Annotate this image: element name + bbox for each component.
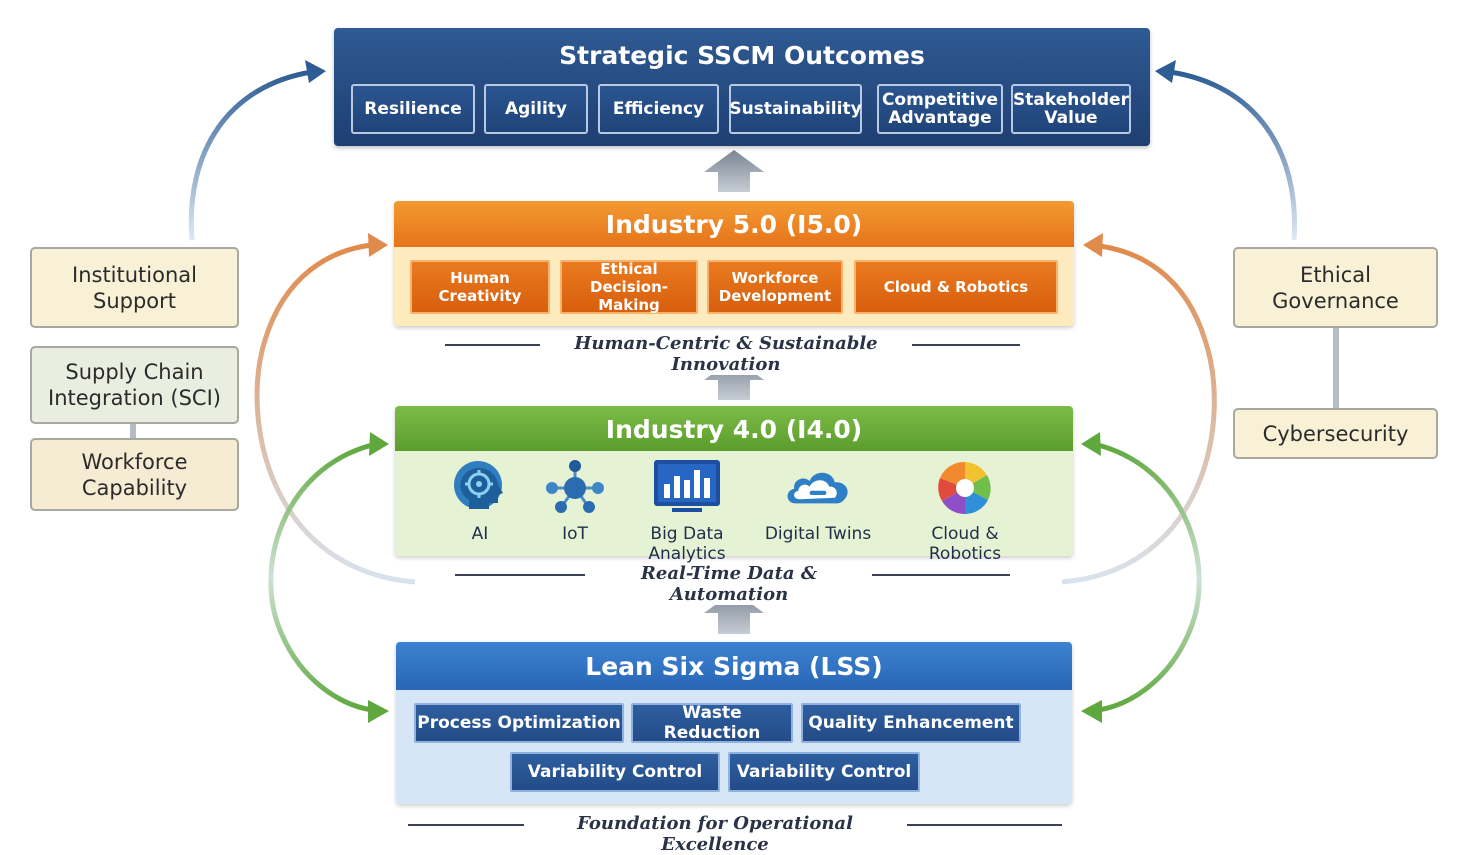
- lss-process-optimization: Process Optimization: [414, 703, 624, 743]
- up-arrow-i5-to-outcomes: [704, 150, 764, 192]
- outcome-competitive-advantage: Competitive Advantage: [877, 84, 1003, 134]
- industry4-block: Industry 4.0 (I4.0) AI IoT: [395, 406, 1073, 564]
- arrowhead-left-lss: [368, 700, 389, 723]
- tech-digital-twins-label: Digital Twins: [764, 524, 872, 544]
- tech-iot: IoT: [505, 458, 645, 544]
- flow-arrow-right-outcomes: [1169, 69, 1298, 241]
- industry4-header: Industry 4.0 (I4.0): [395, 406, 1073, 451]
- tech-cloud-robotics: Cloud & Robotics: [895, 458, 1035, 564]
- outcome-agility: Agility: [484, 84, 588, 134]
- industry4-title: Industry 4.0 (I4.0): [605, 415, 863, 444]
- i5-human-creativity: Human Creativity: [410, 260, 550, 314]
- flow-arrow-right-i4-lss: [1097, 442, 1202, 713]
- strategic-outcomes-block: Strategic SSCM Outcomes Resilience Agili…: [334, 28, 1150, 146]
- flow-arrow-left-i5: [254, 242, 416, 585]
- arrowhead-right-outcomes: [1155, 60, 1176, 83]
- lss-variability-control-1: Variability Control: [510, 752, 720, 792]
- factor-supply-chain-integration: Supply Chain Integration (SCI): [30, 346, 239, 424]
- tech-digital-twins: Digital Twins: [748, 458, 888, 544]
- flow-arrow-left-i4-lss: [268, 442, 373, 713]
- arrowhead-right-i5: [1083, 233, 1103, 257]
- industry5-block: Industry 5.0 (I5.0) Human Creativity Eth…: [394, 201, 1074, 326]
- factor-ethical-governance: Ethical Governance: [1233, 247, 1438, 328]
- industry5-title: Industry 5.0 (I5.0): [605, 210, 863, 239]
- ai-brain-icon: [454, 461, 503, 509]
- tech-iot-label: IoT: [562, 524, 588, 544]
- flow-arrow-left-outcomes: [188, 69, 313, 241]
- tech-ai-label: AI: [471, 524, 489, 544]
- lss-tagline: Foundation for Operational Excellence: [527, 813, 903, 855]
- connector-left-sci-workforce: [130, 424, 136, 438]
- arrowhead-left-i4: [369, 432, 389, 456]
- arrowhead-right-lss: [1081, 700, 1102, 723]
- flow-arrow-right-i5: [1061, 243, 1217, 585]
- i5-ethical-decision-making: Ethical Decision-Making: [560, 260, 698, 314]
- arrowhead-right-i4: [1081, 432, 1101, 456]
- connector-right-ethical-cyber: [1333, 328, 1339, 408]
- iot-network-icon: [546, 460, 604, 513]
- lss-quality-enhancement: Quality Enhancement: [801, 703, 1021, 743]
- lss-title: Lean Six Sigma (LSS): [585, 652, 883, 681]
- factor-institutional-support: Institutional Support: [30, 247, 239, 328]
- lss-variability-control-2: Variability Control: [728, 752, 920, 792]
- outcomes-title: Strategic SSCM Outcomes: [559, 41, 925, 70]
- factor-workforce-capability: Workforce Capability: [30, 438, 239, 511]
- outcome-stakeholder-value: Stakeholder Value: [1011, 84, 1131, 134]
- lss-header: Lean Six Sigma (LSS): [396, 642, 1072, 690]
- cloud-icon: [787, 472, 848, 504]
- tech-big-data-label: Big Data Analytics: [648, 524, 726, 564]
- outcome-sustainability: Sustainability: [729, 84, 862, 134]
- lss-block: Lean Six Sigma (LSS) Process Optimizatio…: [396, 642, 1072, 804]
- tech-cloud-robotics-label: Cloud & Robotics: [928, 524, 1002, 564]
- tech-big-data: Big Data Analytics: [617, 458, 757, 564]
- industry5-header: Industry 5.0 (I5.0): [394, 201, 1074, 247]
- color-wheel-icon: [938, 461, 991, 515]
- i5-workforce-development: Workforce Development: [707, 260, 843, 314]
- arrowhead-left-outcomes: [305, 60, 326, 83]
- factor-cybersecurity: Cybersecurity: [1233, 408, 1438, 459]
- bar-chart-icon: [654, 460, 720, 512]
- i5-cloud-robotics: Cloud & Robotics: [854, 260, 1058, 314]
- lss-waste-reduction: Waste Reduction: [631, 703, 793, 743]
- industry5-tagline: Human-Centric & Sustainable Innovation: [542, 333, 910, 375]
- industry4-tagline: Real-Time Data & Automation: [587, 563, 871, 605]
- arrowhead-left-i5: [368, 233, 388, 257]
- tech-ai: AI: [410, 458, 550, 544]
- outcome-resilience: Resilience: [351, 84, 475, 134]
- outcome-efficiency: Efficiency: [598, 84, 719, 134]
